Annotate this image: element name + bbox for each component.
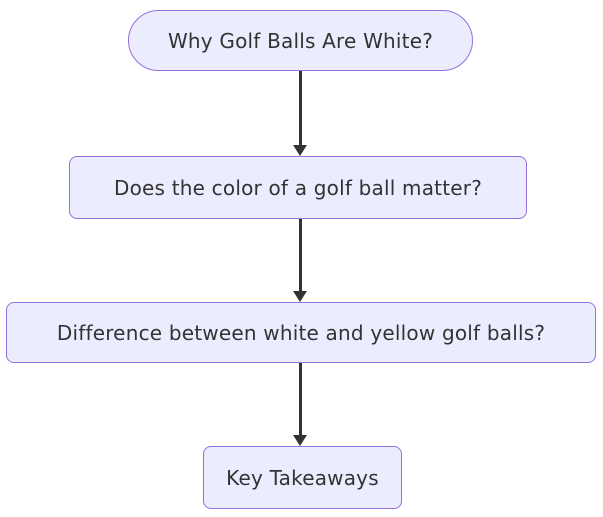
- flowchart-node-does-color-matter: Does the color of a golf ball matter?: [69, 156, 527, 219]
- edge-line: [299, 219, 302, 291]
- edge-line: [299, 71, 302, 145]
- flowchart-node-white-vs-yellow: Difference between white and yellow golf…: [6, 302, 596, 363]
- node-label: Why Golf Balls Are White?: [167, 28, 434, 53]
- arrowhead-down-icon: [293, 145, 307, 156]
- edge-line: [299, 363, 302, 435]
- flowchart-node-why-golf-balls-are-white: Why Golf Balls Are White?: [128, 10, 473, 71]
- flowchart-node-key-takeaways: Key Takeaways: [203, 446, 402, 509]
- arrowhead-down-icon: [293, 291, 307, 302]
- node-label: Does the color of a golf ball matter?: [113, 175, 483, 200]
- arrowhead-down-icon: [293, 435, 307, 446]
- node-label: Key Takeaways: [226, 465, 379, 490]
- node-label: Difference between white and yellow golf…: [56, 320, 546, 345]
